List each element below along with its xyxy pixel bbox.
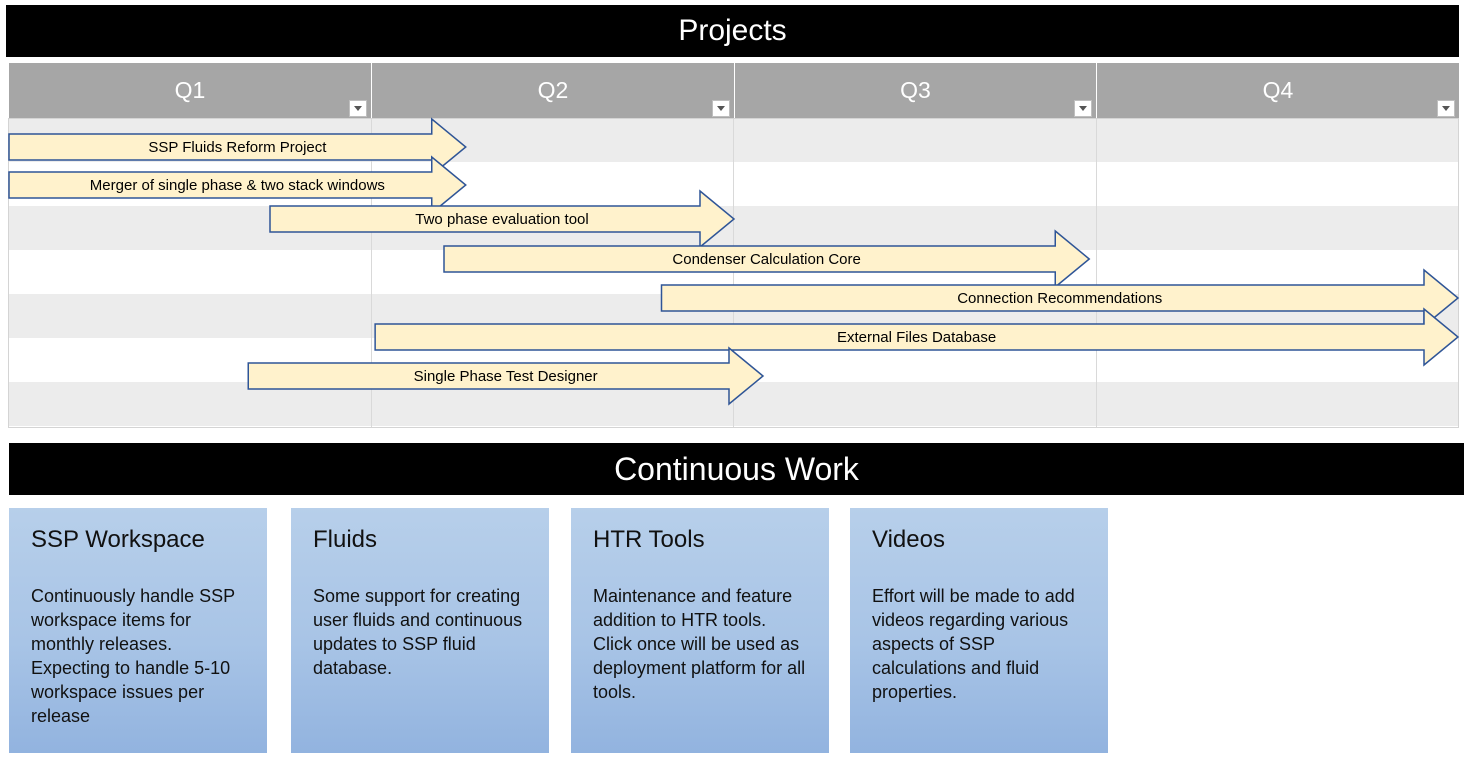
task-label: Two phase evaluation tool [415, 211, 588, 228]
card-title: Videos [872, 526, 945, 553]
task-arrow[interactable] [8, 155, 467, 215]
continuous-work-banner: Continuous Work [9, 443, 1464, 495]
task-label: Condenser Calculation Core [672, 251, 860, 268]
quarter-label: Q2 [537, 77, 569, 103]
filter-dropdown-q3[interactable] [1074, 100, 1092, 117]
task-label: Merger of single phase & two stack windo… [90, 177, 385, 194]
projects-title: Projects [678, 14, 787, 47]
card-videos: Videos Effort will be made to add videos… [850, 508, 1108, 753]
quarter-label: Q3 [900, 77, 931, 103]
quarter-header-q3: Q3 [735, 63, 1096, 118]
card-body: Maintenance and feature addition to HTR … [593, 586, 806, 702]
task-arrow[interactable] [374, 307, 1460, 367]
task-label: SSP Fluids Reform Project [148, 139, 327, 156]
filter-dropdown-q1[interactable] [349, 100, 367, 117]
card-body: Continuously handle SSP workspace items … [31, 586, 235, 726]
task-arrow[interactable] [660, 268, 1460, 328]
quarter-header-q1: Q1 [9, 63, 371, 118]
card-fluids: Fluids Some support for creating user fl… [291, 508, 549, 753]
task-arrow[interactable] [269, 189, 736, 249]
task-arrow[interactable] [8, 117, 467, 177]
card-title: HTR Tools [593, 526, 705, 553]
column-divider [371, 118, 372, 428]
card-title: Fluids [313, 526, 378, 553]
task-label: Single Phase Test Designer [414, 368, 598, 385]
quarter-label: Q1 [174, 77, 206, 103]
task-arrow[interactable] [443, 229, 1091, 289]
task-arrow[interactable] [247, 346, 765, 406]
filter-dropdown-q4[interactable] [1437, 100, 1455, 117]
card-ssp-workspace: SSP Workspace Continuously handle SSP wo… [9, 508, 267, 753]
quarter-header-q2: Q2 [372, 63, 734, 118]
column-divider [1096, 118, 1097, 428]
projects-banner: Projects [6, 5, 1459, 57]
continuous-work-title: Continuous Work [614, 451, 859, 487]
card-body: Some support for creating user fluids an… [313, 586, 523, 678]
card-title: SSP Workspace [31, 526, 205, 553]
task-label: Connection Recommendations [957, 290, 1162, 307]
quarter-label: Q4 [1262, 77, 1294, 103]
table-row [9, 206, 1459, 250]
column-divider [733, 118, 734, 428]
task-label: External Files Database [837, 329, 996, 346]
quarter-header-q4: Q4 [1097, 63, 1459, 118]
filter-dropdown-q2[interactable] [712, 100, 730, 117]
card-body: Effort will be made to add videos regard… [872, 586, 1075, 702]
card-htr-tools: HTR Tools Maintenance and feature additi… [571, 508, 829, 753]
